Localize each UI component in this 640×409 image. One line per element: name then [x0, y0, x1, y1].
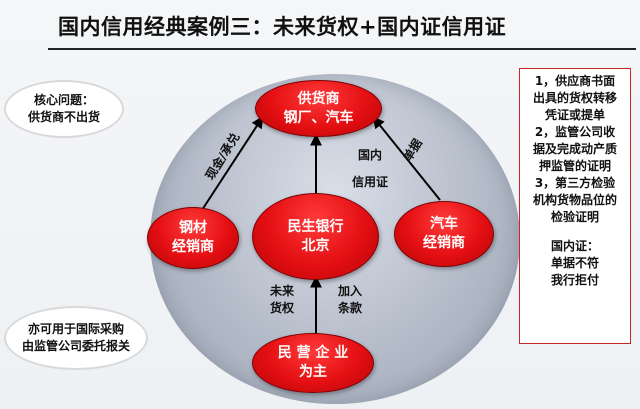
- node-supplier: 供货商 钢厂、汽车: [255, 80, 382, 137]
- note-international: 亦可用于国际采购 由监管公司委托报关: [4, 306, 148, 370]
- condition-line: 据及完成动产质: [532, 142, 617, 156]
- condition-line: 凭证或提单: [544, 108, 605, 122]
- label-future-rights: 未来 货权: [269, 284, 294, 315]
- node-bank: 民生银行 北京: [252, 193, 379, 280]
- node-private-enterprise: 民 营 企 业 为主: [252, 333, 374, 393]
- condition-line: 出具的货权转移: [532, 91, 617, 105]
- condition-line: 单据不符: [550, 256, 599, 270]
- condition-line: 2，监管公司收: [534, 125, 616, 139]
- condition-line: 国内证：: [550, 239, 599, 253]
- label-join-terms: 加入 条款: [337, 284, 362, 315]
- label-domestic-lc: 国内 信用证: [351, 148, 388, 189]
- arrow-car-to-supplier: [372, 116, 441, 201]
- condition-line: 3，第三方检验: [534, 176, 616, 190]
- page-title: 国内信用经典案例三：未来货权+国内证信用证: [58, 15, 507, 39]
- condition-line: 押监管的证明: [538, 159, 611, 173]
- condition-line: 检验证明: [550, 210, 599, 224]
- conditions-box: 1，供应商书面 出具的货权转移 凭证或提单 2，监管公司收 据及完成动产质 押监…: [519, 68, 631, 344]
- title-divider: [48, 48, 636, 50]
- note-core-issue: 核心问题： 供货商不出货: [4, 80, 124, 138]
- node-car-dealer: 汽车 经销商: [394, 201, 494, 267]
- condition-line: 机构货物品位的: [532, 193, 617, 207]
- node-steel-dealer: 钢材 经销商: [147, 207, 239, 269]
- condition-line: 1，供应商书面: [534, 74, 616, 88]
- condition-spacer: [520, 226, 630, 238]
- condition-line: 我行拒付: [550, 273, 599, 287]
- arrow-steel-to-supplier: [201, 115, 264, 211]
